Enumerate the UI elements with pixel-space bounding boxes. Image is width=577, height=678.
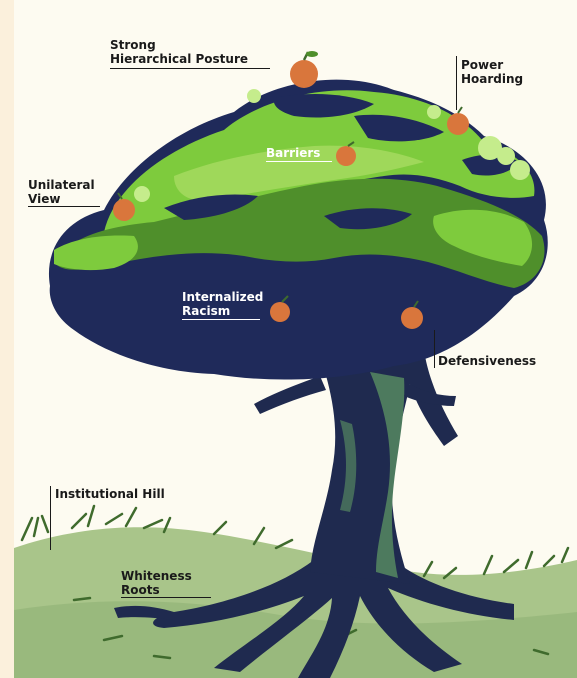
label-institutional-hill: Institutional Hill [55,487,165,501]
label-line: Hierarchical Posture [110,52,248,66]
label-line: Strong [110,38,248,52]
leader-line-institutional-hill [50,486,51,550]
label-line: Roots [121,583,192,597]
label-internalized-racism: Internalized Racism [182,290,263,318]
label-line: Internalized [182,290,263,304]
label-whiteness-roots: Whiteness Roots [121,569,192,597]
label-line: Racism [182,304,263,318]
label-power-hoarding: Power Hoarding [461,58,523,86]
label-defensiveness: Defensiveness [438,354,536,368]
leader-line-strong-hierarchical-posture [110,68,270,69]
label-line: Power [461,58,523,72]
label-line: Unilateral [28,178,95,192]
label-strong-hierarchical-posture: Strong Hierarchical Posture [110,38,248,66]
leader-line-internalized-racism [182,319,260,320]
label-line: Whiteness [121,569,192,583]
label-line: Hoarding [461,72,523,86]
leader-line-power-hoarding [456,56,457,110]
leader-line-unilateral-view [28,206,100,207]
leader-line-barriers [266,161,332,162]
label-unilateral-view: Unilateral View [28,178,95,206]
label-barriers: Barriers [266,146,320,160]
label-line: View [28,192,95,206]
leader-line-whiteness-roots [121,597,211,598]
oak-tree-scene [14,0,577,678]
leader-line-defensiveness [434,330,435,368]
